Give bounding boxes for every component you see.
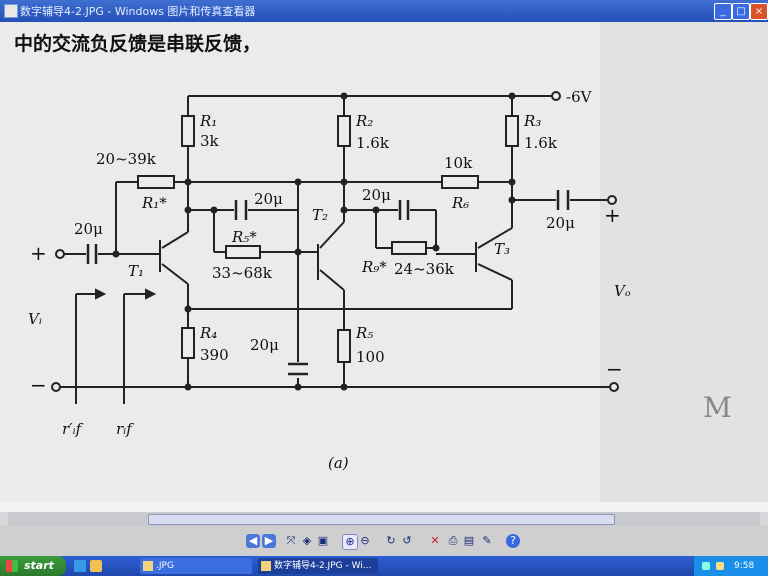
maximize-button[interactable]: □ — [732, 3, 750, 20]
next-icon[interactable]: ▶ — [262, 534, 276, 548]
network-icon[interactable] — [702, 562, 710, 570]
r2-name: R₂ — [355, 112, 373, 130]
c-out-value: 20μ — [546, 214, 575, 232]
taskbar: start .JPG 数字辅导4-2.JPG - Wi... 9:58 — [0, 556, 768, 576]
rotate-cw-icon[interactable]: ↻ — [386, 534, 396, 547]
r9star-name: R₉* — [361, 258, 387, 276]
image-viewport[interactable]: 中的交流负反馈是串联反馈， M — [0, 22, 768, 512]
start-button[interactable]: start — [0, 556, 66, 576]
c-t2-value: 20μ — [362, 186, 391, 204]
resistors — [137, 115, 519, 363]
r3-name: R₃ — [523, 112, 541, 130]
quicklaunch-folder-icon[interactable] — [90, 560, 102, 572]
print-icon[interactable]: ⎙ — [448, 534, 458, 547]
t1-label: T₁ — [128, 262, 144, 280]
t2-label: T₂ — [312, 206, 328, 224]
r4-value: 390 — [200, 346, 229, 364]
edit-icon[interactable]: ✎ — [482, 534, 492, 547]
junction-dots — [112, 92, 516, 391]
terminals — [51, 91, 619, 392]
slideshow-icon[interactable]: ▣ — [317, 534, 329, 547]
r4-name: R₄ — [199, 324, 217, 342]
input-voltage: Vᵢ — [28, 310, 42, 328]
window-title: 数字辅导4-2.JPG - Windows 图片和传真查看器 — [20, 5, 256, 18]
quicklaunch-ie-icon[interactable] — [74, 560, 86, 572]
app-icon — [4, 4, 18, 18]
current-arrows — [75, 288, 157, 404]
folder-icon — [143, 561, 153, 571]
taskbar-item-viewer[interactable]: 数字辅导4-2.JPG - Wi... — [258, 558, 378, 574]
actual-size-icon[interactable]: ◈ — [302, 534, 312, 547]
scrollbar-thumb[interactable] — [148, 514, 615, 525]
start-label: start — [24, 559, 54, 572]
taskbar-item-label: 数字辅导4-2.JPG - Wi... — [274, 561, 372, 571]
c-mid-value: 20μ — [254, 190, 283, 208]
save-icon[interactable]: ▤ — [463, 534, 475, 547]
figure-caption: (a) — [328, 454, 349, 472]
supply-label: -6V — [566, 88, 593, 106]
r1-value: 3k — [200, 132, 220, 150]
scanned-page-image: 中的交流负反馈是串联反馈， M — [0, 22, 768, 512]
input-minus: − — [30, 373, 47, 397]
r5star-value: 33~68k — [212, 264, 273, 282]
r1-name: R₁ — [199, 112, 217, 130]
rotate-ccw-icon[interactable]: ↺ — [402, 534, 412, 547]
delete-icon[interactable]: ✕ — [430, 534, 440, 547]
taskbar-item-jpg[interactable]: .JPG — [140, 558, 252, 574]
r5star-name: R₅* — [231, 228, 257, 246]
image-icon — [261, 561, 271, 571]
best-fit-icon[interactable]: ⤧ — [286, 534, 296, 547]
output-minus: − — [606, 357, 623, 381]
minimize-button[interactable]: _ — [714, 3, 732, 20]
rf1-name: R₁* — [141, 194, 167, 212]
system-tray: 9:58 — [694, 556, 768, 576]
circuit-labels: -6V R₁ 3k R₂ 1.6k R₃ 1.6k 20~39k R₁* 10k… — [28, 88, 631, 472]
output-voltage: Vₒ — [614, 282, 631, 300]
circuit-wiring — [58, 95, 614, 388]
r2-value: 1.6k — [356, 134, 390, 152]
windows-logo-icon — [6, 560, 18, 572]
help-icon[interactable]: ? — [506, 534, 520, 548]
rf1-value: 20~39k — [96, 150, 157, 168]
t3-label: T₃ — [494, 240, 510, 258]
r6-value: 10k — [444, 154, 473, 172]
horizontal-scrollbar[interactable] — [8, 512, 760, 526]
rif-prime-label: r′ᵢf — [62, 420, 84, 438]
stray-mark: M — [703, 391, 732, 424]
r6-name: R₆ — [451, 194, 469, 212]
zoom-in-icon[interactable]: ⊕ — [342, 534, 358, 550]
c-in-value: 20μ — [74, 220, 103, 238]
r9star-value: 24~36k — [394, 260, 455, 278]
page-heading: 中的交流负反馈是串联反馈， — [14, 32, 261, 55]
capacitors — [86, 190, 570, 376]
output-plus: + — [604, 203, 621, 227]
r3-value: 1.6k — [524, 134, 558, 152]
viewer-toolbar: ◀ ▶ ⤧ ◈ ▣ ⊕ ⊖ ↻ ↺ ✕ ⎙ ▤ ✎ ? — [0, 526, 768, 556]
taskbar-item-label: .JPG — [156, 561, 174, 571]
volume-icon[interactable] — [716, 562, 724, 570]
prev-icon[interactable]: ◀ — [246, 534, 260, 548]
r5-name: R₅ — [355, 324, 373, 342]
c-bypass-value: 20μ — [250, 336, 279, 354]
rif-label: rᵢf — [116, 420, 134, 438]
r5-value: 100 — [356, 348, 385, 366]
close-button[interactable]: × — [750, 3, 768, 20]
input-plus: + — [30, 241, 47, 265]
clock: 9:58 — [734, 561, 755, 571]
zoom-out-icon[interactable]: ⊖ — [360, 534, 370, 547]
title-bar[interactable]: 数字辅导4-2.JPG - Windows 图片和传真查看器 _ □ × — [0, 0, 768, 22]
